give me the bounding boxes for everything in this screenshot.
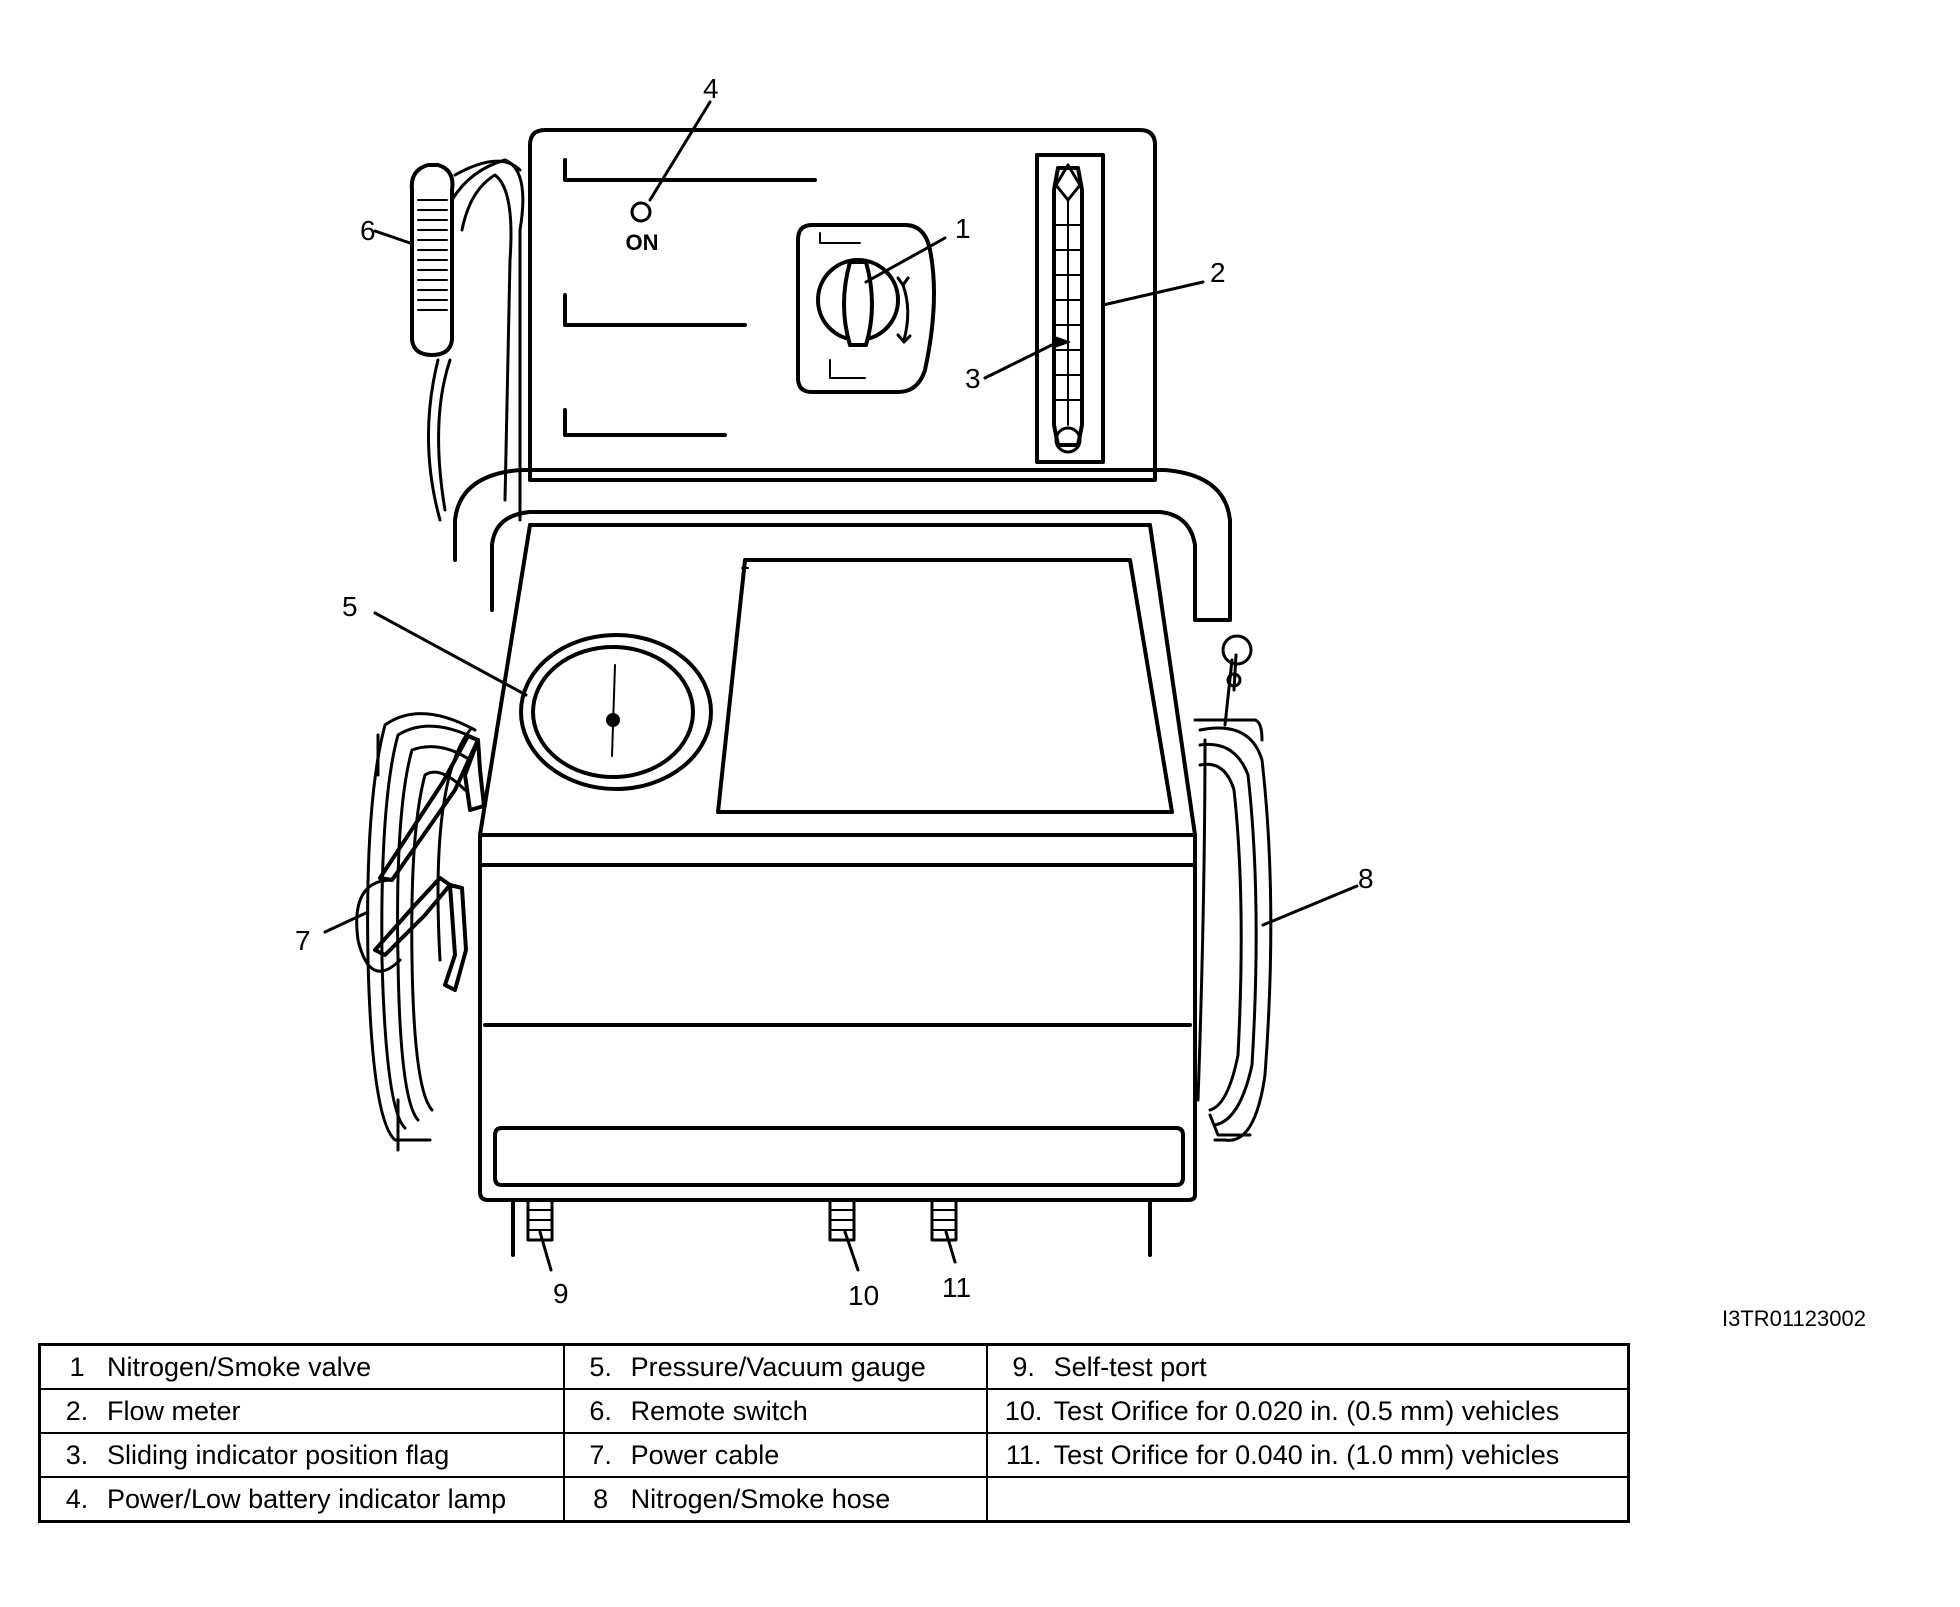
legend-table: 1 Nitrogen/Smoke valve 5. Pressure/Vacuum …: [38, 1343, 1630, 1523]
legend-number: 3.: [65, 1439, 89, 1470]
test-orifice-0-020: [828, 1198, 856, 1242]
legend-number: 1: [69, 1351, 85, 1382]
legend-text: Test Orifice for 0.020 in. (0.5 mm) vehi…: [1053, 1395, 1560, 1426]
legend-text: Nitrogen/Smoke valve: [107, 1351, 372, 1382]
legend-number: 2.: [65, 1395, 89, 1426]
legend-text: Pressure/Vacuum gauge: [630, 1351, 926, 1382]
legend-number: 8: [593, 1483, 609, 1514]
legend-text: Power/Low battery indicator lamp: [107, 1483, 507, 1514]
callout-4: 4: [703, 73, 719, 104]
legend-number: 6.: [589, 1395, 612, 1426]
legend-number: 11.: [1005, 1439, 1042, 1470]
legend-cell: 5. Pressure/Vacuum gauge: [562, 1343, 988, 1390]
legend-row: 4. Power/Low battery indicator lamp 8 Nitr…: [38, 1476, 1630, 1523]
legend-cell: 10. Test Orifice for 0.020 in. (0.5 mm) v…: [985, 1388, 1630, 1434]
self-test-port: [526, 1198, 554, 1242]
legend-text: Self-test port: [1053, 1351, 1207, 1382]
legend-number: 5.: [589, 1351, 612, 1382]
legend-row: 3. Sliding indicator position flag 7. Powe…: [38, 1432, 1630, 1478]
callout-1: 1: [955, 213, 971, 244]
main-body: [478, 523, 1197, 1257]
legend-cell: 3. Sliding indicator position flag: [38, 1432, 565, 1478]
legend-cell: 9. Self-test port: [985, 1343, 1630, 1390]
legend-cell: 6. Remote switch: [562, 1388, 988, 1434]
image-code: I3TR01123002: [1722, 1306, 1866, 1331]
legend-text: Test Orifice for 0.040 in. (1.0 mm) vehi…: [1053, 1439, 1560, 1470]
callout-2: 2: [1210, 257, 1226, 288]
legend-cell: 1 Nitrogen/Smoke valve: [38, 1343, 565, 1390]
pressure-vacuum-gauge: [519, 633, 713, 791]
legend-number: 7.: [589, 1439, 612, 1470]
legend-cell: 8 Nitrogen/Smoke hose: [562, 1476, 988, 1523]
callout-9: 9: [553, 1278, 569, 1309]
control-panel: [528, 128, 1157, 482]
legend-text: Sliding indicator position flag: [107, 1439, 450, 1470]
legend-cell: 2. Flow meter: [38, 1388, 565, 1434]
nitrogen-smoke-hose: [1193, 634, 1273, 1142]
remote-switch: [409, 158, 525, 522]
callout-5: 5: [342, 591, 358, 622]
leader-lines: [323, 100, 1359, 1272]
callout-3: 3: [965, 363, 981, 394]
legend-cell: 11. Test Orifice for 0.040 in. (1.0 mm) v…: [985, 1432, 1630, 1478]
legend-number: 4.: [65, 1483, 89, 1514]
callout-11: 11: [942, 1272, 971, 1303]
callout-6: 6: [360, 215, 376, 246]
legend-number: 10.: [1004, 1395, 1043, 1426]
legend-row: 2. Flow meter 6. Remote switch 10. Test Ori…: [38, 1388, 1630, 1434]
legend-cell: 4. Power/Low battery indicator lamp: [38, 1476, 565, 1523]
callout-7: 7: [295, 925, 311, 956]
legend-row: 1 Nitrogen/Smoke valve 5. Pressure/Vacuum …: [38, 1343, 1630, 1390]
indicator-lamp: [630, 201, 652, 223]
legend-text: Nitrogen/Smoke hose: [630, 1483, 891, 1514]
flow-meter: [1035, 153, 1105, 464]
power-cable: [355, 712, 486, 1152]
carry-handle: [453, 468, 1232, 622]
legend-cell: 7. Power cable: [562, 1432, 988, 1478]
test-orifice-0-040: [930, 1198, 958, 1242]
callout-8: 8: [1358, 863, 1374, 894]
callout-10: 10: [848, 1280, 879, 1311]
nitrogen-smoke-valve: [796, 223, 936, 394]
lamp-on-label: ON: [626, 230, 659, 255]
legend-text: Power cable: [630, 1439, 780, 1470]
legend-number: 9.: [1012, 1351, 1035, 1382]
legend-text: Flow meter: [107, 1395, 241, 1426]
legend-text: Remote switch: [630, 1395, 808, 1426]
legend-cell: [985, 1476, 1630, 1523]
